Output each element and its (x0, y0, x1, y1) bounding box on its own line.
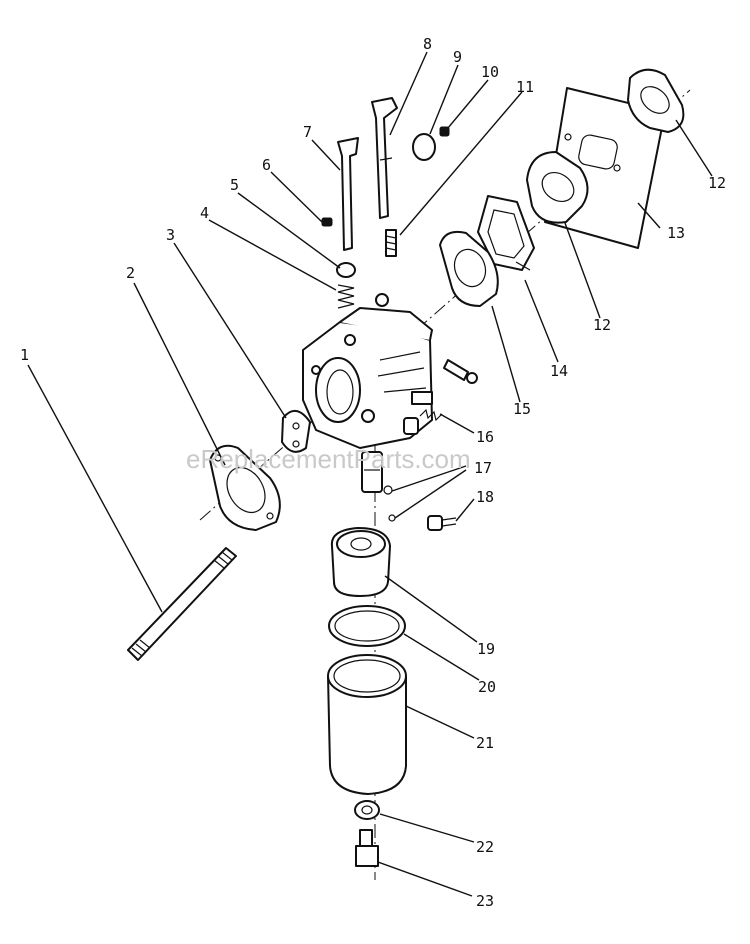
callout-16: 16 (476, 428, 494, 446)
callout-1: 1 (20, 346, 29, 364)
callout-12-lower: 12 (593, 316, 611, 334)
callout-20: 20 (478, 678, 496, 696)
bowl-nut-part (355, 829, 379, 867)
throttle-valve-part (412, 133, 436, 161)
throttle-shaft-part (371, 97, 398, 219)
watermark-text: eReplacementParts.com (186, 444, 471, 474)
callout-labels: 1 2 3 4 5 6 7 8 9 10 11 12 12 13 14 15 1… (20, 35, 726, 910)
callout-9: 9 (453, 48, 462, 66)
choke-spring-part (337, 284, 355, 309)
leader-lines (27, 51, 713, 897)
bowl-screw-part (427, 515, 457, 531)
mounting-stud-part (127, 547, 237, 661)
float-bowl-part (327, 654, 407, 795)
callout-13: 13 (667, 224, 685, 242)
gasket-carb-part (439, 230, 499, 307)
callout-10: 10 (481, 63, 499, 81)
callout-21: 21 (476, 734, 494, 752)
callout-14: 14 (550, 362, 568, 380)
spacer-frame-part (477, 195, 535, 271)
callout-12-upper: 12 (708, 174, 726, 192)
callout-5: 5 (230, 176, 239, 194)
callout-4: 4 (200, 204, 209, 222)
choke-shaft-part (337, 137, 359, 251)
bowl-gasket-part (328, 605, 406, 647)
mixture-spring-part (419, 408, 443, 422)
shaft-seal-part (336, 262, 356, 278)
callout-22: 22 (476, 838, 494, 856)
float-pin-part (361, 451, 383, 493)
valve-screw-part (439, 126, 450, 137)
callout-15: 15 (513, 400, 531, 418)
callout-8: 8 (423, 35, 432, 53)
mixture-screw-part (443, 359, 478, 384)
callout-11: 11 (516, 78, 534, 96)
callout-6: 6 (262, 156, 271, 174)
callout-18: 18 (476, 488, 494, 506)
gasket-lower-part (526, 151, 589, 224)
callout-23: 23 (476, 892, 494, 910)
idle-screw-part (385, 229, 397, 257)
gasket-upper-part (627, 68, 685, 133)
callout-7: 7 (303, 123, 312, 141)
choke-screw-part (321, 217, 333, 227)
float-part (330, 527, 391, 597)
callout-19: 19 (477, 640, 495, 658)
carburetor-body-part (302, 293, 433, 449)
callout-3: 3 (166, 226, 175, 244)
callout-2: 2 (126, 264, 135, 282)
washer-part (354, 800, 380, 820)
callout-17: 17 (474, 459, 492, 477)
flange-gasket-part (209, 444, 281, 531)
body-gasket-part (281, 410, 311, 453)
